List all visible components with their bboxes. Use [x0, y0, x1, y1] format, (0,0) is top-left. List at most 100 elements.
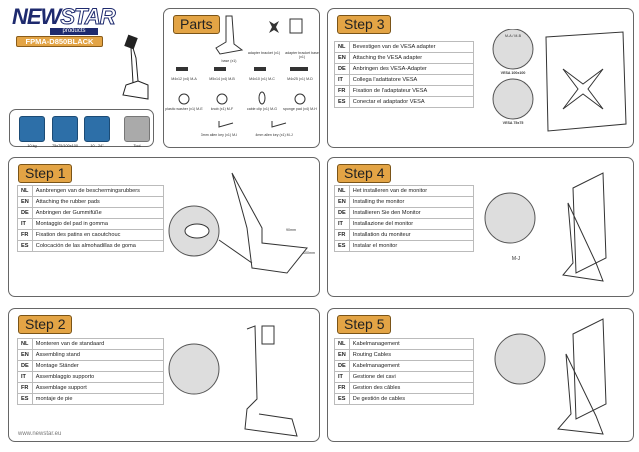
language-code: DE	[17, 207, 33, 219]
language-code: FR	[334, 85, 350, 97]
instruction-text: Bevestigen van de VESA adapter	[348, 41, 475, 53]
language-code: ES	[334, 96, 350, 108]
instruction-text: De gestión de cables	[348, 393, 475, 405]
step3-title: Step 3	[337, 15, 392, 34]
language-code: DE	[334, 63, 350, 75]
part-label: M4x10 (x1) M-C	[249, 77, 275, 81]
instruction-text: Attaching the VESA adapter	[348, 52, 475, 64]
step1-title: Step 1	[18, 164, 73, 183]
instruction-text: Installazione del monitor	[348, 218, 475, 230]
instruction-text: Assemblage support	[31, 382, 165, 394]
language-code: ES	[334, 240, 350, 252]
instruction-text: Collega l'adattatore VESA	[348, 74, 475, 86]
language-code: FR	[17, 382, 33, 394]
part-label: plastic washer (x1) M-E	[165, 107, 203, 111]
instruction-text: Aanbrengen van de beschermingsrubbers	[31, 185, 165, 197]
vesa-100-label: VESA 100x100	[500, 71, 526, 75]
specs-panel: 10 kg 75x75/100x100 10 - 24" Tool	[9, 109, 154, 148]
language-code: DE	[334, 207, 350, 219]
brand-logo: NEWSTAR products	[12, 4, 116, 35]
weight-icon	[19, 116, 45, 142]
step4-title: Step 4	[337, 164, 392, 183]
part-label: 3mm allen key (x1) M-I	[200, 133, 238, 137]
spec-tool: Tool	[133, 144, 141, 148]
language-code: NL	[17, 338, 33, 350]
instruction-text: Gestione dei cavi	[348, 371, 475, 383]
model-number: FPMA-D850BLACK	[16, 36, 103, 47]
language-code: ES	[334, 393, 350, 405]
instruction-text: Attaching the rubber pads	[31, 196, 165, 208]
vesa-icon	[52, 116, 78, 142]
spec-vesa: 75x75/100x100	[52, 144, 78, 148]
language-code: DE	[334, 360, 350, 372]
language-code: IT	[334, 218, 350, 230]
language-code: NL	[334, 185, 350, 197]
instruction-text: Assembling stand	[31, 349, 165, 361]
instruction-text: Installing the monitor	[348, 196, 475, 208]
instruction-text: Montaggio del pad in gomma	[31, 218, 165, 230]
language-code: EN	[334, 52, 350, 64]
spec-weight: 10 kg	[27, 144, 37, 148]
language-code: FR	[17, 229, 33, 241]
dimension-100mm: 100mm	[303, 251, 315, 255]
parts-title: Parts	[173, 15, 220, 34]
instruction-text: Anbringen des VESA-Adapter	[348, 63, 475, 75]
part-label: M4x12 (x4) M-A	[171, 77, 197, 81]
language-code: NL	[17, 185, 33, 197]
language-code: IT	[17, 371, 33, 383]
instruction-text: Colocación de las almohadillas de goma	[31, 240, 165, 252]
spec-screen-size: 10 - 24"	[90, 144, 104, 148]
part-label: adapter bracket (x1)	[247, 51, 281, 55]
language-code: FR	[334, 229, 350, 241]
step2-illustration	[168, 325, 298, 437]
instruction-text: Anbringen der Gummifüße	[31, 207, 165, 219]
language-code: IT	[17, 218, 33, 230]
step5-illustration	[494, 318, 607, 435]
language-code: DE	[17, 360, 33, 372]
part-label: knob (x1) M-F	[210, 107, 234, 111]
instruction-text: Instalar el monitor	[348, 240, 475, 252]
part-label: M4x25 (x1) M-D	[287, 77, 313, 81]
instruction-text: Assemblaggio supporto	[31, 371, 165, 383]
language-code: EN	[334, 349, 350, 361]
parts-panel: Parts base (x1) adapter bracket (x1) ada…	[163, 8, 320, 148]
step5-title: Step 5	[337, 315, 392, 334]
instruction-text: Monteren van de standaard	[31, 338, 165, 350]
language-code: IT	[334, 371, 350, 383]
language-code: IT	[334, 74, 350, 86]
language-code: NL	[334, 41, 350, 53]
product-stand-image	[122, 34, 149, 100]
tool-icon	[124, 116, 150, 142]
instruction-text: Fixation de l'adaptateur VESA	[348, 85, 475, 97]
part-label: base (x1)	[221, 59, 237, 63]
language-code: FR	[334, 382, 350, 394]
step1-illustration	[168, 172, 308, 274]
footer-url[interactable]: www.newstar.eu	[18, 431, 62, 437]
instruction-text: Gestion des câbles	[348, 382, 475, 394]
